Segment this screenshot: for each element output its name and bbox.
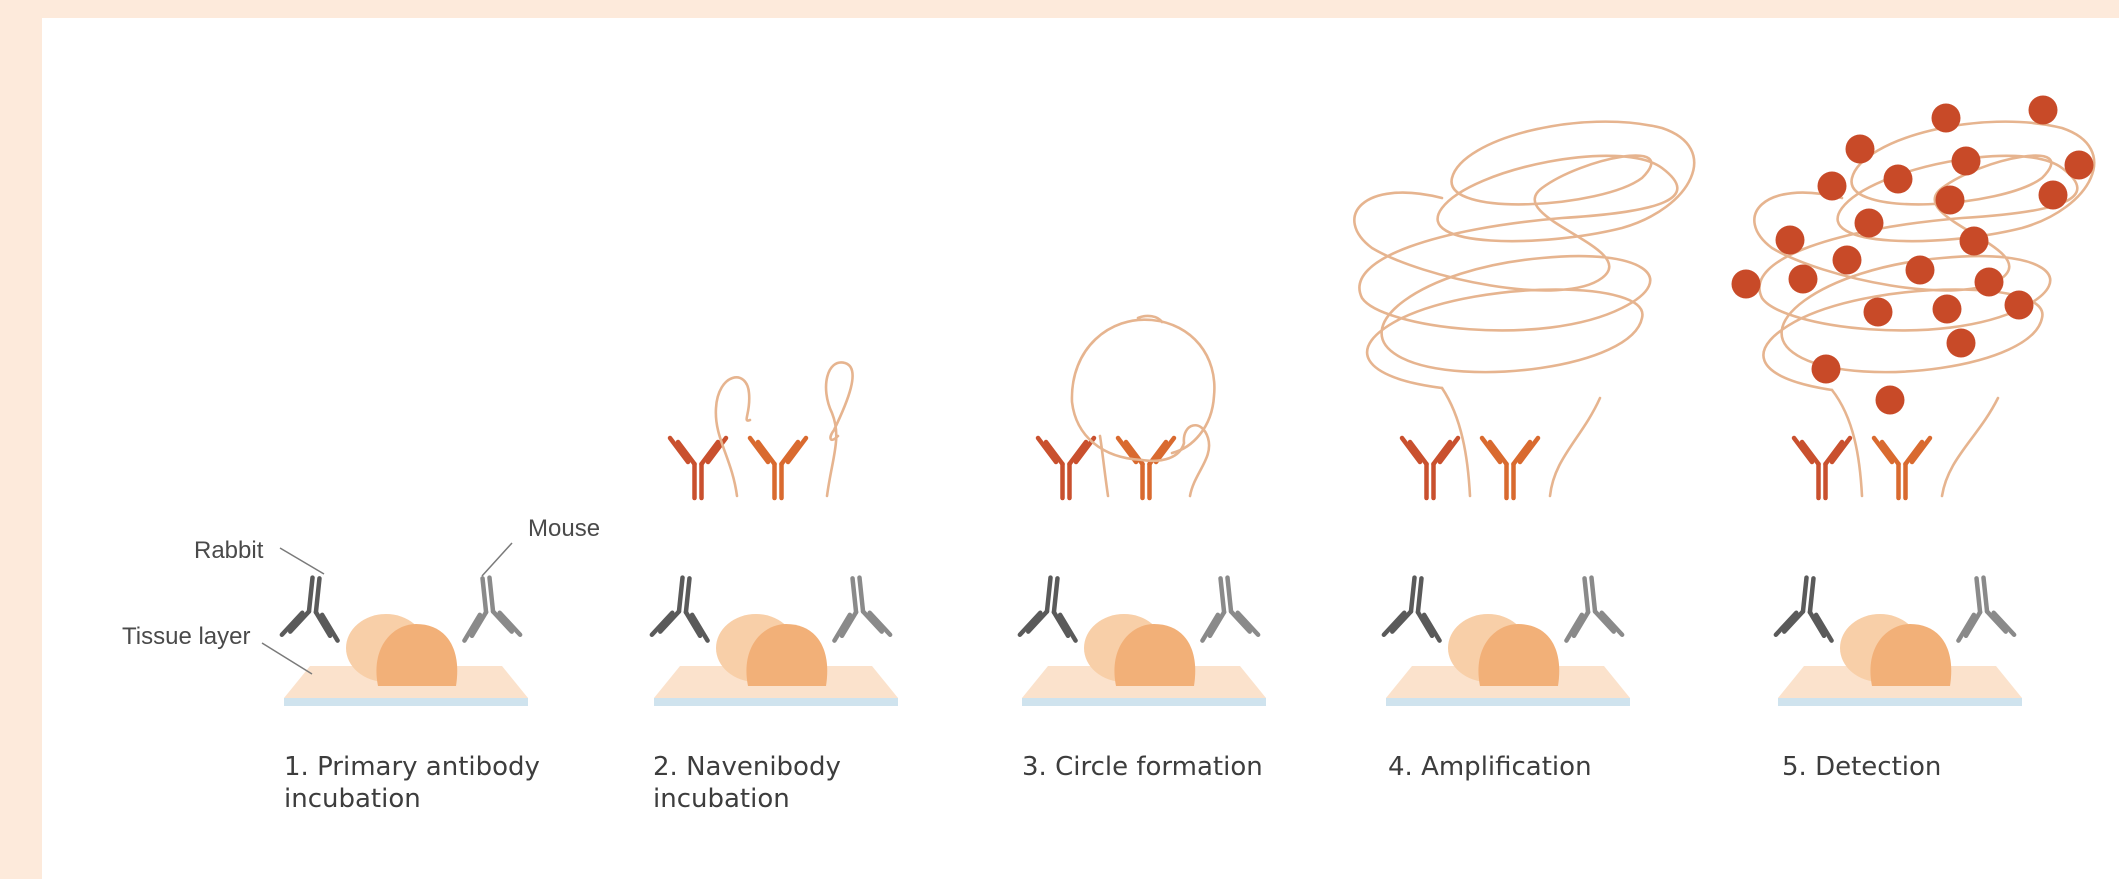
detection-dot-18: [1864, 298, 1893, 327]
amp-strand-right: [1550, 398, 1600, 496]
detection-dot-19: [1933, 295, 1962, 324]
detection-dot-5: [2065, 151, 2094, 180]
diagram-card: Rabbit Mouse Tissue layer 1. Primary ant…: [42, 18, 2119, 879]
rabbit-antibody-1: [282, 575, 344, 641]
detection-dot-7: [1884, 165, 1913, 194]
detection-dot-9: [2039, 181, 2068, 210]
step-3-caption: 3. Circle formation: [1022, 751, 1263, 783]
tissue-pointer-line: [262, 643, 312, 674]
step-1-title: 1. Primary antibody: [284, 751, 540, 783]
detection-dot-3: [1846, 135, 1875, 164]
step-4-caption: 4. Amplification: [1388, 751, 1592, 783]
slide-base-2: [654, 614, 898, 706]
mouse-antibody-5: [1952, 575, 2014, 641]
rabbit-antibody-2: [652, 575, 714, 641]
navenibody-right-4: [1482, 438, 1538, 498]
detection-dot-12: [1833, 246, 1862, 275]
navenibody-left-3: [1038, 438, 1094, 498]
navenibody-right-5: [1874, 438, 1930, 498]
step-1-subtitle: incubation: [284, 783, 540, 815]
detection-dot-10: [1855, 209, 1884, 238]
step-2-caption: 2. Navenibody incubation: [653, 751, 841, 815]
mouse-antibody-2: [828, 575, 890, 641]
slide-edge: [1022, 698, 1266, 706]
mouse-antibody-1: [458, 575, 520, 641]
detection-dot-21: [1947, 329, 1976, 358]
oligo-strand-right: [826, 362, 853, 496]
step-4-title: 4. Amplification: [1388, 751, 1592, 783]
detection-dot-2: [2029, 96, 2058, 125]
detection-dot-23: [1876, 386, 1905, 415]
rabbit-antibody-3: [1020, 575, 1082, 641]
workflow-diagram: [42, 18, 2119, 879]
slide-edge: [1386, 698, 1630, 706]
slide-base-1: [284, 614, 528, 706]
det-strand-right: [1942, 398, 1998, 496]
detection-dot-1: [1932, 104, 1961, 133]
detection-dot-13: [1960, 227, 1989, 256]
slide-edge: [284, 698, 528, 706]
step-5-title: 5. Detection: [1782, 751, 1941, 783]
slide-edge: [654, 698, 898, 706]
detection-dot-4: [1952, 147, 1981, 176]
detection-dot-20: [2005, 291, 2034, 320]
mouse-antibody-4: [1560, 575, 1622, 641]
detection-dot-8: [1936, 186, 1965, 215]
step-1-caption: 1. Primary antibody incubation: [284, 751, 540, 815]
labeled-dna-coil: [1754, 122, 2094, 390]
navenibody-left-4: [1402, 438, 1458, 498]
navenibody-left-5: [1794, 438, 1850, 498]
step-5-caption: 5. Detection: [1782, 751, 1941, 783]
step-2-title: 2. Navenibody: [653, 751, 841, 783]
detection-dot-16: [1732, 270, 1761, 299]
label-mouse: Mouse: [528, 515, 600, 543]
rabbit-antibody-5: [1776, 575, 1838, 641]
slide-edge: [1778, 698, 2022, 706]
oligo-strand-left: [716, 377, 750, 496]
detection-dot-17: [1789, 265, 1818, 294]
detection-dot-14: [1906, 256, 1935, 285]
rabbit-pointer-line: [280, 548, 324, 574]
navenibody-left-2: [670, 438, 726, 498]
label-rabbit: Rabbit: [194, 537, 263, 565]
circle-strand-left: [1100, 436, 1108, 496]
step-2-subtitle: incubation: [653, 783, 841, 815]
rabbit-antibody-4: [1384, 575, 1446, 641]
detection-dot-11: [1776, 226, 1805, 255]
detection-dot-6: [1818, 172, 1847, 201]
navenibody-right-3: [1118, 438, 1174, 498]
detection-dot-15: [1975, 268, 2004, 297]
detection-dot-22: [1812, 355, 1841, 384]
mouse-antibody-3: [1196, 575, 1258, 641]
navenibody-right-2: [750, 438, 806, 498]
amplified-dna-coil: [1354, 122, 1694, 388]
mouse-pointer-line: [482, 543, 512, 576]
slide-base-3: [1022, 614, 1266, 706]
label-tissue-layer: Tissue layer: [122, 623, 250, 651]
slide-base-4: [1386, 614, 1630, 706]
slide-base-5: [1778, 614, 2022, 706]
step-3-title: 3. Circle formation: [1022, 751, 1263, 783]
